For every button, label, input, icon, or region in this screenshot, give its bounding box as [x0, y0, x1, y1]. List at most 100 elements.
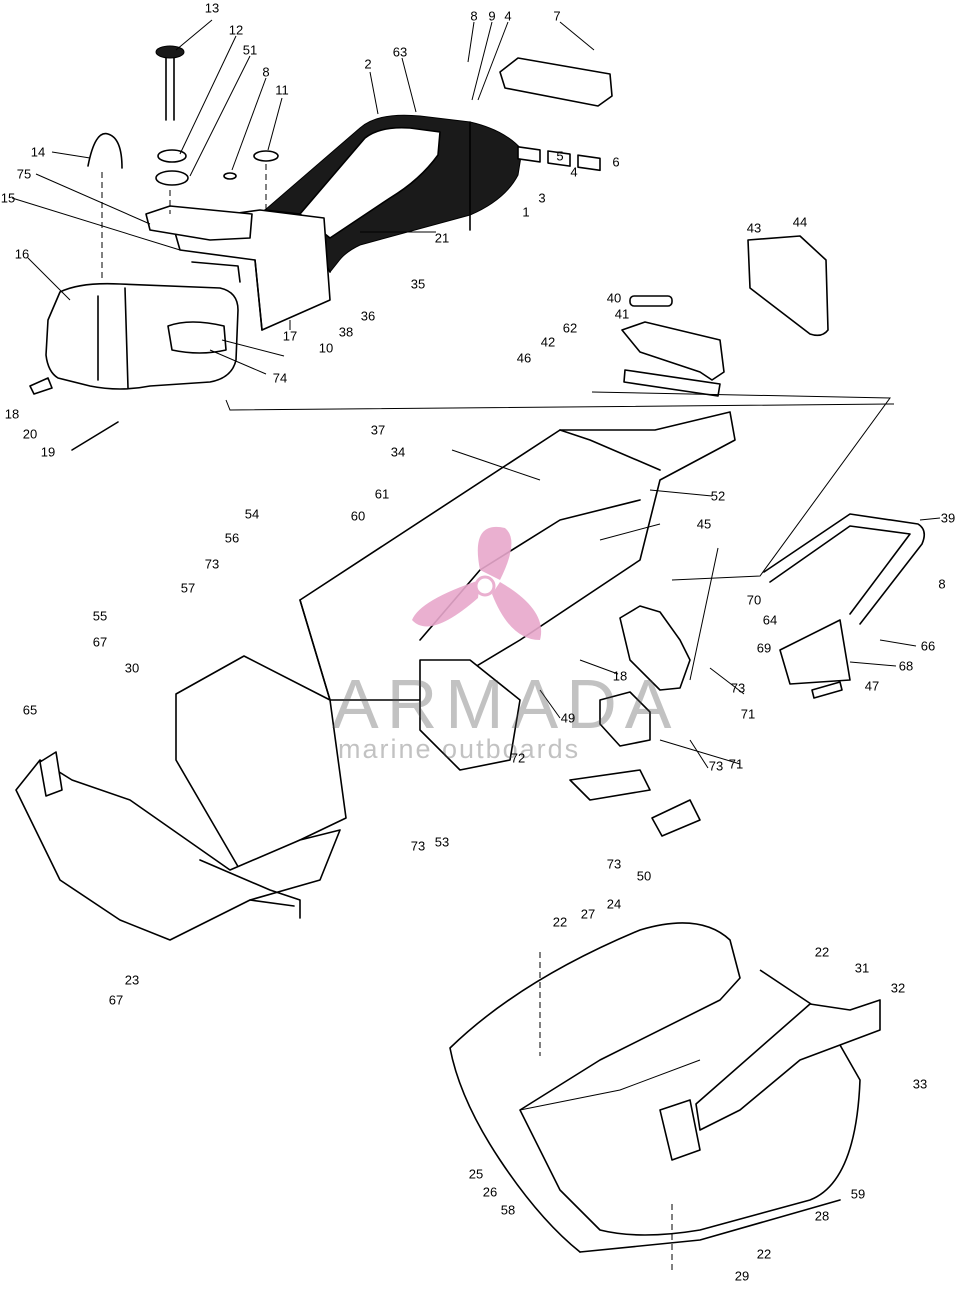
callout-29: 29 — [734, 1268, 750, 1284]
callout-13: 13 — [204, 0, 220, 16]
hood — [449, 922, 881, 1270]
callout-15: 15 — [0, 190, 16, 206]
callout-8: 8 — [470, 8, 478, 24]
callout-31: 31 — [854, 960, 870, 976]
callout-11: 11 — [275, 82, 289, 98]
callout-50: 50 — [636, 868, 652, 884]
callout-67: 67 — [92, 634, 108, 650]
callout-53: 53 — [434, 834, 450, 850]
callout-49: 49 — [560, 710, 576, 726]
callout-33: 33 — [912, 1076, 928, 1092]
seat — [264, 114, 523, 273]
callout-18: 18 — [4, 406, 20, 422]
callout-14: 14 — [30, 144, 46, 160]
callout-25: 25 — [468, 1166, 484, 1182]
callout-22: 22 — [814, 944, 830, 960]
callout-73: 73 — [204, 556, 220, 572]
watermark-tagline: marine outboards — [338, 734, 581, 764]
callout-68: 68 — [898, 658, 914, 674]
callout-18: 18 — [612, 668, 628, 684]
callout-1: 1 — [522, 204, 530, 220]
callout-42: 42 — [540, 334, 556, 350]
callout-27: 27 — [580, 906, 596, 922]
callout-45: 45 — [696, 516, 712, 532]
callout-51: 51 — [242, 42, 258, 58]
callout-36: 36 — [360, 308, 376, 324]
callout-4: 4 — [504, 8, 512, 24]
callout-22: 22 — [756, 1246, 772, 1262]
callout-73: 73 — [730, 680, 746, 696]
rear-trim — [499, 57, 613, 172]
side-plates — [419, 605, 701, 837]
callout-72: 72 — [510, 750, 526, 766]
callout-32: 32 — [890, 980, 906, 996]
rear-bumper-parts — [591, 235, 891, 581]
watermark-logo — [412, 526, 542, 640]
callout-73: 73 — [708, 758, 724, 774]
callout-58: 58 — [500, 1202, 516, 1218]
watermark-brand: ARMADA — [332, 665, 680, 743]
callout-21: 21 — [434, 230, 450, 246]
callout-43: 43 — [746, 220, 762, 236]
fuel-cap-assembly — [155, 45, 279, 214]
callout-41: 41 — [614, 306, 630, 322]
callout-73: 73 — [606, 856, 622, 872]
fuel-tank — [45, 205, 331, 390]
callout-37: 37 — [370, 422, 386, 438]
callout-56: 56 — [224, 530, 240, 546]
callout-23: 23 — [124, 972, 140, 988]
callout-19: 19 — [40, 444, 56, 460]
callout-20: 20 — [22, 426, 38, 442]
callout-7: 7 — [553, 8, 561, 24]
callout-8: 8 — [938, 576, 946, 592]
callout-55: 55 — [92, 608, 108, 624]
callout-63: 63 — [392, 44, 408, 60]
callout-65: 65 — [22, 702, 38, 718]
callout-44: 44 — [792, 214, 808, 230]
rear-bumper — [763, 513, 926, 699]
callout-40: 40 — [606, 290, 622, 306]
callout-54: 54 — [244, 506, 260, 522]
callout-6: 6 — [612, 154, 620, 170]
callout-38: 38 — [338, 324, 354, 340]
callout-12: 12 — [228, 22, 244, 38]
leader-lines — [11, 19, 941, 769]
fuel-hose — [29, 132, 123, 451]
callout-2: 2 — [364, 56, 372, 72]
callout-62: 62 — [562, 320, 578, 336]
callout-46: 46 — [516, 350, 532, 366]
callout-35: 35 — [410, 276, 426, 292]
callout-73: 73 — [410, 838, 426, 854]
callout-8: 8 — [262, 64, 270, 80]
callout-69: 69 — [756, 640, 772, 656]
callout-28: 28 — [814, 1208, 830, 1224]
callout-24: 24 — [606, 896, 622, 912]
callout-3: 3 — [538, 190, 546, 206]
callout-74: 74 — [272, 370, 288, 386]
callout-30: 30 — [124, 660, 140, 676]
callout-39: 39 — [940, 510, 956, 526]
callout-4: 4 — [570, 164, 578, 180]
callout-66: 66 — [920, 638, 936, 654]
callout-9: 9 — [488, 8, 496, 24]
callout-64: 64 — [762, 612, 778, 628]
callout-5: 5 — [556, 148, 564, 164]
bulkhead-bellypan — [15, 655, 347, 941]
callout-16: 16 — [14, 246, 30, 262]
callout-17: 17 — [282, 328, 298, 344]
callout-52: 52 — [710, 488, 726, 504]
callout-71: 71 — [740, 706, 756, 722]
callout-60: 60 — [350, 508, 366, 524]
callout-10: 10 — [318, 340, 334, 356]
callout-59: 59 — [850, 1186, 866, 1202]
callout-47: 47 — [864, 678, 880, 694]
callout-75: 75 — [16, 166, 32, 182]
callout-22: 22 — [552, 914, 568, 930]
callout-61: 61 — [374, 486, 390, 502]
callout-67: 67 — [108, 992, 124, 1008]
callout-34: 34 — [390, 444, 406, 460]
callout-70: 70 — [746, 592, 762, 608]
callout-26: 26 — [482, 1184, 498, 1200]
